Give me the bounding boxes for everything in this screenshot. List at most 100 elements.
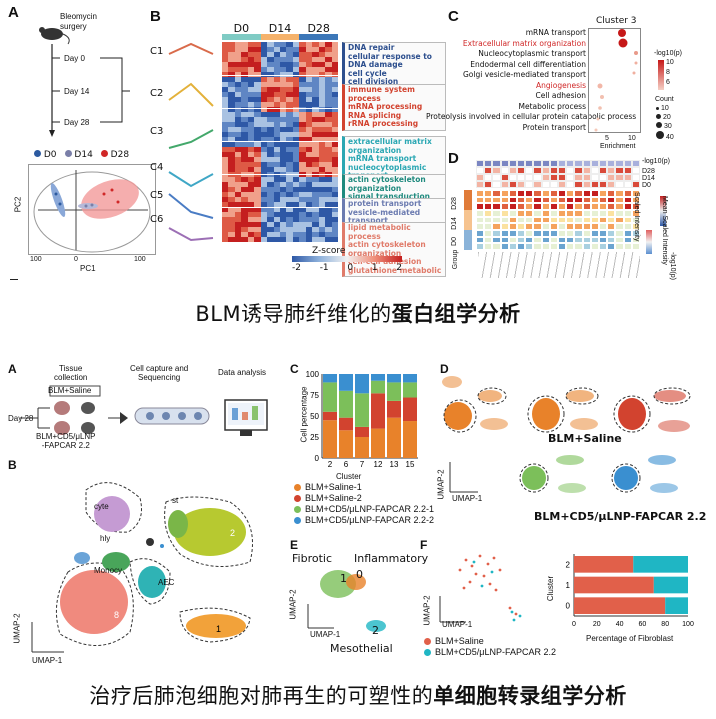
- significance-cell: [615, 181, 624, 188]
- heatmap-cell: [260, 77, 268, 82]
- chart-f-ylabel: Cluster: [546, 575, 556, 602]
- heatmap-cell: [260, 97, 268, 102]
- go-term: extracellular matrix organization: [348, 137, 432, 155]
- heatmap-cell: [312, 82, 319, 87]
- heatmap-cell: [247, 237, 255, 242]
- heatmap-cell: [312, 92, 319, 97]
- heatmap-cell: [312, 87, 319, 92]
- intensity-cell: [541, 236, 550, 244]
- heatmap-cell: [331, 102, 338, 107]
- significance-cell: [484, 174, 493, 181]
- heatmap-cell: [312, 187, 319, 192]
- go-term: cell division: [348, 77, 399, 86]
- col-d0: D0: [233, 22, 250, 35]
- heatmap-cell: [247, 77, 255, 82]
- heatmap-cell: [234, 202, 242, 207]
- heatmap-cell: [241, 132, 248, 137]
- significance-cell: [516, 160, 526, 167]
- heatmap-cell: [312, 142, 319, 147]
- significance-cell: [500, 174, 509, 181]
- intensity-cell: [549, 209, 558, 217]
- intensity-cell: [631, 203, 640, 210]
- heatmap-cell: [299, 117, 306, 122]
- significance-cell: [541, 160, 550, 167]
- heatmap-cell: [254, 57, 261, 62]
- heatmap-cell: [222, 72, 229, 77]
- heatmap-cell: [254, 162, 261, 167]
- heatmap-cell: [286, 97, 293, 102]
- heatmap-cell: [292, 197, 300, 202]
- intensity-cell: [541, 196, 550, 204]
- intensity-cell: [500, 236, 509, 244]
- significance-cell: [590, 181, 599, 188]
- heatmap-cell: [286, 162, 293, 167]
- intensity-cell: [607, 209, 616, 217]
- heatmap-cell: [234, 67, 242, 72]
- heatmap-cell: [247, 157, 255, 162]
- heatmap-cell: [331, 92, 338, 97]
- timeline-diagram: [39, 27, 130, 137]
- zscore-colorbar: [292, 256, 402, 262]
- intensity-cell: [631, 190, 640, 197]
- heatmap-cell: [234, 122, 242, 127]
- heatmap-cell: [260, 117, 268, 122]
- heatmap-cell: [292, 157, 300, 162]
- heatmap-cell: [318, 122, 326, 127]
- heatmap-cell: [280, 217, 287, 222]
- heatmap-cell: [228, 42, 235, 47]
- heatmap-cell: [273, 217, 280, 222]
- heatmap-cell: [228, 192, 235, 197]
- heatmap-cell: [247, 182, 255, 187]
- intensity-cell: [623, 229, 632, 237]
- heatmap-cell: [247, 142, 255, 147]
- significance-cell: [500, 167, 509, 174]
- significance-cell: [623, 174, 632, 181]
- heatmap-cell: [228, 127, 235, 132]
- pca-tick-right: 100: [134, 256, 146, 263]
- heatmap-cell: [325, 102, 332, 107]
- heatmap-cell: [247, 47, 255, 52]
- heatmap-cell: [325, 217, 332, 222]
- heatmap-cell: [267, 72, 274, 77]
- intensity-cell: [516, 190, 526, 197]
- bleomycin-surgery-label: Bleomycin surgery: [60, 12, 97, 31]
- heatmap-cell: [260, 157, 268, 162]
- stacked-bar-segment: [403, 397, 417, 422]
- heatmap-cell: [254, 222, 261, 227]
- heatmap-cell: [318, 162, 326, 167]
- heatmap-cell: [280, 132, 287, 137]
- legend-d14: D14: [74, 150, 93, 160]
- heatmap-cell: [267, 117, 274, 122]
- intensity-cell: [541, 229, 550, 237]
- heatmap-cell: [254, 92, 261, 97]
- legend-d28: D28: [110, 150, 130, 160]
- pca-xlabel: PC1: [80, 264, 96, 273]
- go-term-c: Golgi vesicle-mediated transport: [463, 70, 586, 79]
- intensity-cell: [549, 229, 558, 237]
- significance-cell: [607, 174, 616, 181]
- heatmap-cell: [331, 67, 338, 72]
- heatmap-cell: [325, 197, 332, 202]
- heatmap-cell: [312, 47, 319, 52]
- intensity-cell: [492, 229, 501, 237]
- x-tick-label: 80: [661, 621, 669, 628]
- x-tick-label: 6: [344, 460, 349, 469]
- bottom-panel-f-label: F: [420, 538, 428, 552]
- intensity-cell: [484, 243, 493, 250]
- significance-cell: [525, 174, 534, 181]
- heatmap-cell: [280, 232, 287, 237]
- heatmap-cell: [241, 207, 248, 212]
- d-gene-labels: [478, 252, 640, 278]
- heatmap-cell: [247, 87, 255, 92]
- significance-cell: [582, 181, 591, 188]
- intensity-cell: [607, 243, 616, 250]
- intensity-cell: [484, 203, 493, 210]
- y-tick-label: 100: [306, 370, 320, 379]
- d-group-saline: BLM+Saline: [548, 432, 622, 445]
- heatmap-cell: [280, 117, 287, 122]
- umap-f-ylabel: UMAP-2: [422, 595, 432, 626]
- heatmap-cell: [286, 232, 293, 237]
- pca-tick-zero: 0: [74, 256, 78, 263]
- heatmap-cell: [318, 97, 326, 102]
